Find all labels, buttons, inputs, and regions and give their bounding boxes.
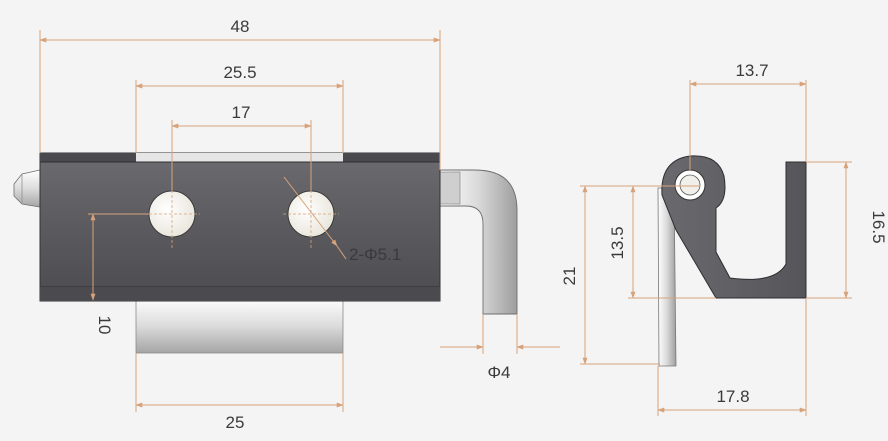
dim-base-width: 25 (226, 413, 245, 432)
dim-hole-outer: 25.5 (223, 63, 256, 82)
right-pin (439, 169, 518, 315)
dim-height-13-5: 13.5 (608, 226, 627, 259)
base-plate (135, 297, 344, 354)
dim-height-16-5: 16.5 (869, 210, 888, 243)
dim-hole-callout: 2-Φ5.1 (349, 245, 401, 264)
front-view: 48 25.5 17 2-Φ5.1 10 25 Φ4 (13, 17, 560, 432)
hinge-body (39, 152, 441, 302)
dim-overall-width: 48 (231, 17, 250, 36)
dim-hole-spacing: 17 (232, 103, 251, 122)
dim-bottom-width: 17.8 (716, 387, 749, 406)
dim-height-10: 10 (95, 316, 114, 335)
left-pin-tip (13, 169, 41, 208)
dim-height-21: 21 (560, 267, 579, 286)
side-view: 13.7 13.5 21 16.5 17.8 (560, 61, 888, 416)
dim-top-width: 13.7 (735, 61, 768, 80)
dim-pin-diameter: Φ4 (487, 363, 510, 382)
